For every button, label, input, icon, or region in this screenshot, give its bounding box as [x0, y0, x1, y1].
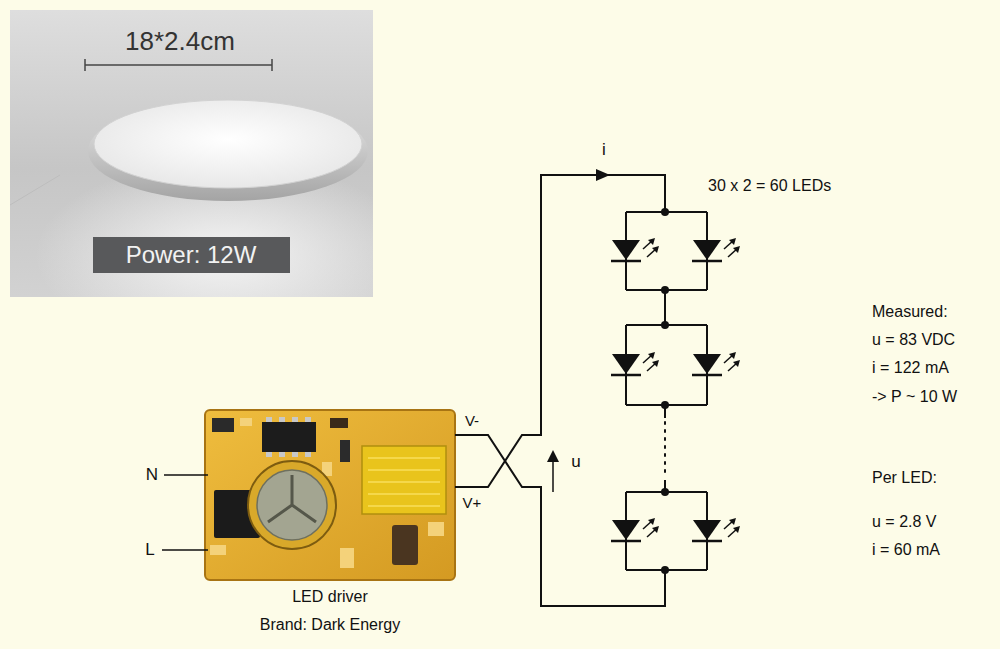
- voltage-label: u: [571, 452, 580, 472]
- measured-value: -> P ~ 10 W: [872, 388, 957, 406]
- smd-part: [212, 418, 234, 432]
- led-count-label: 30 x 2 = 60 LEDs: [708, 177, 831, 195]
- electrolytic-capacitor: [248, 461, 336, 549]
- wall-edge: [10, 175, 60, 205]
- pcb: [205, 410, 455, 580]
- ic-chip: [262, 417, 316, 457]
- terminal-label: V+: [463, 494, 482, 511]
- per-led-value: i = 60 mA: [872, 541, 940, 559]
- copper-pads: [210, 418, 444, 568]
- terminal-label: V-: [465, 412, 479, 429]
- smd-diode: [340, 440, 350, 462]
- power-badge: Power: 12W: [93, 237, 290, 273]
- inductor: [392, 525, 418, 565]
- mains-leads: [162, 475, 208, 550]
- per-led-heading: Per LED:: [872, 469, 937, 487]
- circuit-wires: [455, 175, 707, 606]
- measured-value: u = 83 VDC: [872, 331, 955, 349]
- dimension-label: 18*2.4cm: [125, 27, 235, 57]
- per-led-value: u = 2.8 V: [872, 513, 937, 531]
- component-caption: LED driver: [292, 588, 368, 606]
- driver-board: [205, 410, 455, 580]
- led-symbols: [611, 238, 740, 541]
- current-label: i: [602, 140, 606, 160]
- current-arrow: [596, 169, 610, 181]
- measured-value: i = 122 mA: [872, 359, 949, 377]
- pin-label: N: [146, 465, 158, 485]
- junction-dots: [661, 208, 669, 574]
- node-text: Power: 12W: [126, 241, 257, 269]
- transformer: [362, 446, 446, 514]
- measured-heading: Measured:: [872, 303, 948, 321]
- voltage-arrow: [547, 450, 559, 492]
- dimension-line: [85, 59, 272, 71]
- lamp-rim: [88, 101, 368, 201]
- pin-label: L: [145, 540, 154, 560]
- smd-capacitor: [330, 418, 348, 428]
- brand-caption: Brand: Dark Energy: [260, 616, 401, 634]
- lamp-photo: [10, 10, 373, 297]
- lamp-face: [94, 100, 362, 188]
